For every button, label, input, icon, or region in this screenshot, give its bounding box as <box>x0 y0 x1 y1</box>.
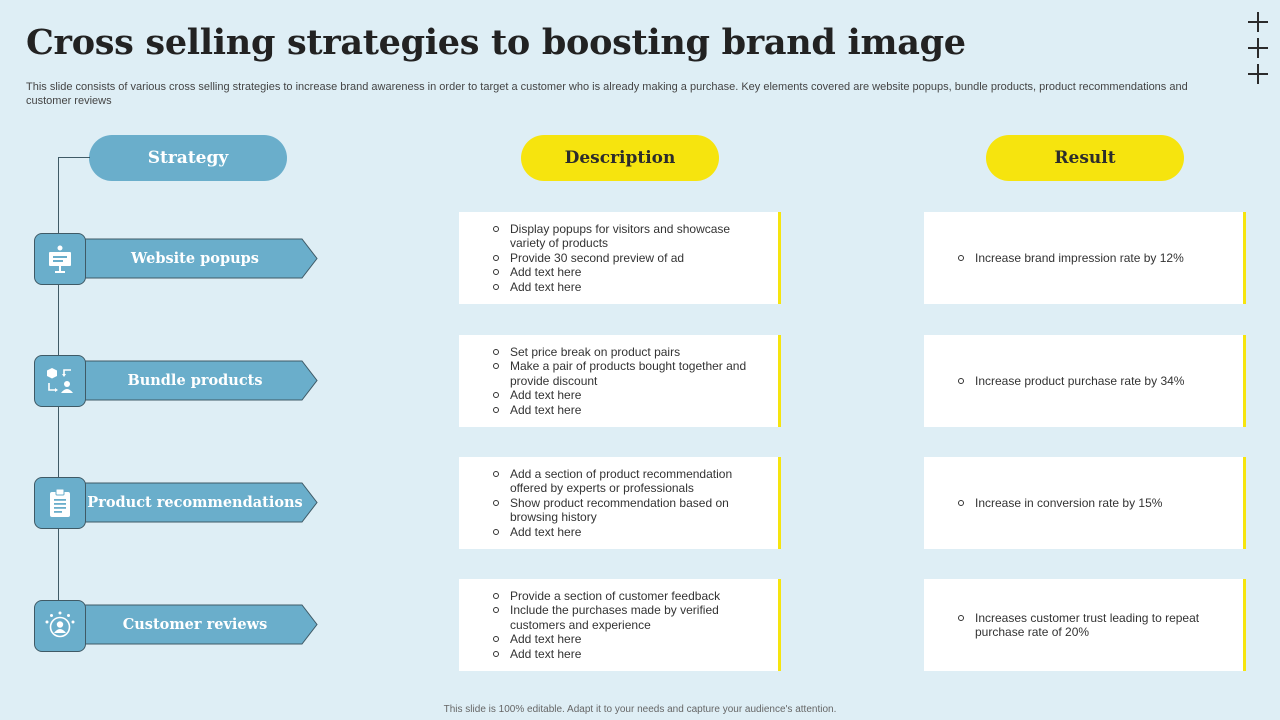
strategy-header: Strategy <box>89 135 287 181</box>
plus-icon <box>1246 62 1270 86</box>
strategy-arrow-product-recommendations: Product recommendations <box>60 482 318 524</box>
description-bullet: Add text here <box>493 647 760 661</box>
description-bullet: Add text here <box>493 632 760 646</box>
result-bullet: Increase brand impression rate by 12% <box>958 251 1225 265</box>
description-bullet: Make a pair of products bought together … <box>493 359 760 388</box>
description-bullet: Add text here <box>493 403 760 417</box>
result-card: Increases customer trust leading to repe… <box>924 579 1246 671</box>
bundle-exchange-icon <box>34 355 86 407</box>
description-bullet: Show product recommendation based on bro… <box>493 496 760 525</box>
page-subtitle: This slide consists of various cross sel… <box>26 81 1188 107</box>
plus-icon <box>1246 36 1270 60</box>
strategy-arrow-website-popups: Website popups <box>60 238 318 280</box>
result-bullet: Increases customer trust leading to repe… <box>958 611 1225 640</box>
page-title: Cross selling strategies to boosting bra… <box>26 22 966 63</box>
description-card: Add a section of product recommendation … <box>459 457 781 549</box>
strategy-arrow-bundle-products: Bundle products <box>60 360 318 402</box>
plus-icon <box>1246 10 1270 34</box>
description-bullet: Add text here <box>493 388 760 402</box>
description-header: Description <box>521 135 719 181</box>
description-bullet: Include the purchases made by verified c… <box>493 603 760 632</box>
result-card: Increase in conversion rate by 15% <box>924 457 1246 549</box>
description-bullet: Provide 30 second preview of ad <box>493 251 760 265</box>
description-bullet: Add text here <box>493 525 760 539</box>
customer-stars-icon <box>34 600 86 652</box>
clipboard-icon <box>34 477 86 529</box>
plus-decoration <box>1246 10 1274 88</box>
strategy-label: Customer reviews <box>122 615 268 633</box>
footer-note: This slide is 100% editable. Adapt it to… <box>443 704 837 715</box>
popup-board-icon <box>34 233 86 285</box>
strategy-label: Product recommendations <box>87 493 303 511</box>
strategy-label: Website popups <box>131 249 259 267</box>
result-card: Increase product purchase rate by 34% <box>924 335 1246 427</box>
description-bullet: Provide a section of customer feedback <box>493 589 760 603</box>
description-card: Provide a section of customer feedback I… <box>459 579 781 671</box>
description-card: Display popups for visitors and showcase… <box>459 212 781 304</box>
result-bullet: Increase product purchase rate by 34% <box>958 374 1225 388</box>
strategy-arrow-customer-reviews: Customer reviews <box>60 604 318 646</box>
timeline-connector <box>58 157 90 158</box>
description-card: Set price break on product pairs Make a … <box>459 335 781 427</box>
description-bullet: Set price break on product pairs <box>493 345 760 359</box>
result-card: Increase brand impression rate by 12% <box>924 212 1246 304</box>
description-bullet: Display popups for visitors and showcase… <box>493 222 760 251</box>
result-header: Result <box>986 135 1184 181</box>
result-bullet: Increase in conversion rate by 15% <box>958 496 1225 510</box>
strategy-label: Bundle products <box>127 371 263 389</box>
description-bullet: Add text here <box>493 280 760 294</box>
description-bullet: Add a section of product recommendation … <box>493 467 760 496</box>
description-bullet: Add text here <box>493 265 760 279</box>
